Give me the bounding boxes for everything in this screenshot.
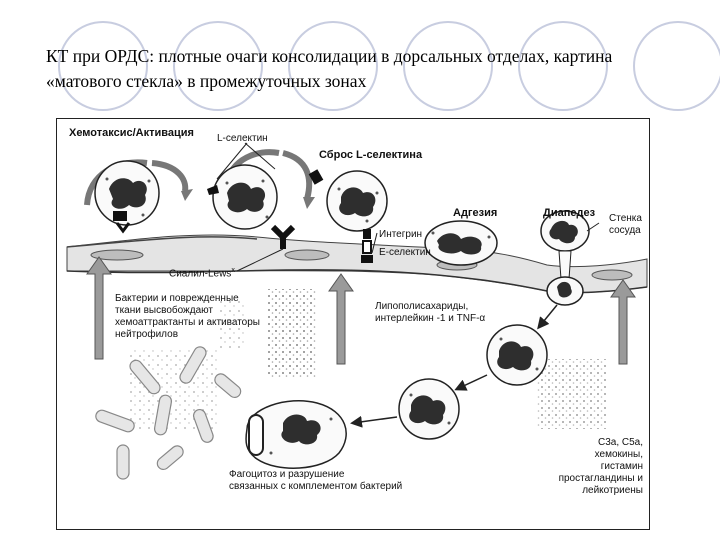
bacteria-line-1: Бактерии и поврежденные [115, 293, 239, 304]
decorative-circles [58, 21, 720, 111]
bacteria [95, 346, 242, 480]
label-vessel-wall: Стенка сосуда [609, 213, 642, 237]
sialyl-lewis-text: Сиалил-Lews [169, 268, 232, 280]
complement-line-5: лейкотриены [582, 485, 643, 496]
label-chemotaxis: Хемотаксис/Активация [69, 127, 194, 139]
rolling-arrowheads [181, 189, 315, 209]
sialyl-lewis-sup: x [231, 267, 235, 274]
complement-line-1: С3а, С5а, [597, 437, 643, 448]
label-l-selectin-shed: Сброс L-селектина [319, 149, 423, 161]
label-e-selectin: Е-селектин [379, 247, 431, 258]
leader-lines [216, 142, 600, 272]
vessel-wall-line-1: Стенка [609, 213, 642, 224]
upward-arrows [86, 256, 636, 365]
neutrophil-diapedesis [540, 210, 590, 306]
neutrophil-cells [94, 160, 590, 469]
cell-granules [105, 177, 539, 455]
neutrophil-3 [326, 170, 388, 232]
neutrophil-migration-diagram: Хемотаксис/Активация L-селектин Сброс L-… [56, 118, 650, 530]
label-lps: Липополисахариды, интерлейкин -1 и TNF-α [375, 301, 485, 325]
lps-line-2: интерлейкин -1 и TNF-α [375, 313, 486, 324]
bacteria-line-4: нейтрофилов [115, 329, 179, 340]
neutrophil-6 [398, 378, 460, 440]
neutrophil-5 [486, 324, 548, 386]
slide-title-line-1: КТ при ОРДС: плотные очаги консолидации … [46, 46, 613, 66]
label-bacteria-release: Бактерии и поврежденные ткани высвобожда… [115, 293, 260, 341]
phago-line-2: связанных с комплементом бактерий [229, 481, 403, 492]
slide-title-line-2: «матового стекла» в промежуточных зонах [46, 71, 367, 91]
receptors [270, 169, 373, 263]
complement-line-4: простагландины и [558, 473, 643, 484]
label-l-selectin: L-селектин [217, 133, 268, 144]
slide-title: КТ при ОРДС: плотные очаги консолидации … [46, 44, 686, 94]
label-diapedesis: Диапедез [543, 207, 596, 219]
neutrophil-1 [94, 160, 160, 234]
neutrophil-phagocytosis [245, 399, 347, 469]
complement-line-3: гистамин [600, 461, 643, 472]
vessel-wall [66, 234, 648, 294]
label-adhesion: Адгезия [453, 207, 498, 219]
complement-line-2: хемокины, [594, 449, 643, 460]
label-sialyl-lewis: Сиалил-Lewsx [169, 265, 235, 280]
vessel-wall-line-2: сосуда [609, 225, 641, 236]
label-integrin: Интегрин [379, 229, 423, 240]
label-complement: С3а, С5а, хемокины, гистамин простагланд… [555, 437, 643, 497]
phago-line-1: Фагоцитоз и разрушение [229, 469, 345, 480]
neutrophil-4 [424, 220, 498, 266]
label-phagocytosis: Фагоцитоз и разрушение связанных с компл… [229, 469, 402, 493]
bacteria-line-3: хемоаттрактанты и активаторы [115, 317, 260, 328]
lps-line-1: Липополисахариды, [375, 301, 469, 312]
bacteria-line-2: ткани высвобождают [115, 305, 214, 316]
neutrophil-2 [207, 164, 278, 230]
diagram-graphics [66, 142, 648, 480]
migration-arrows [350, 304, 558, 428]
